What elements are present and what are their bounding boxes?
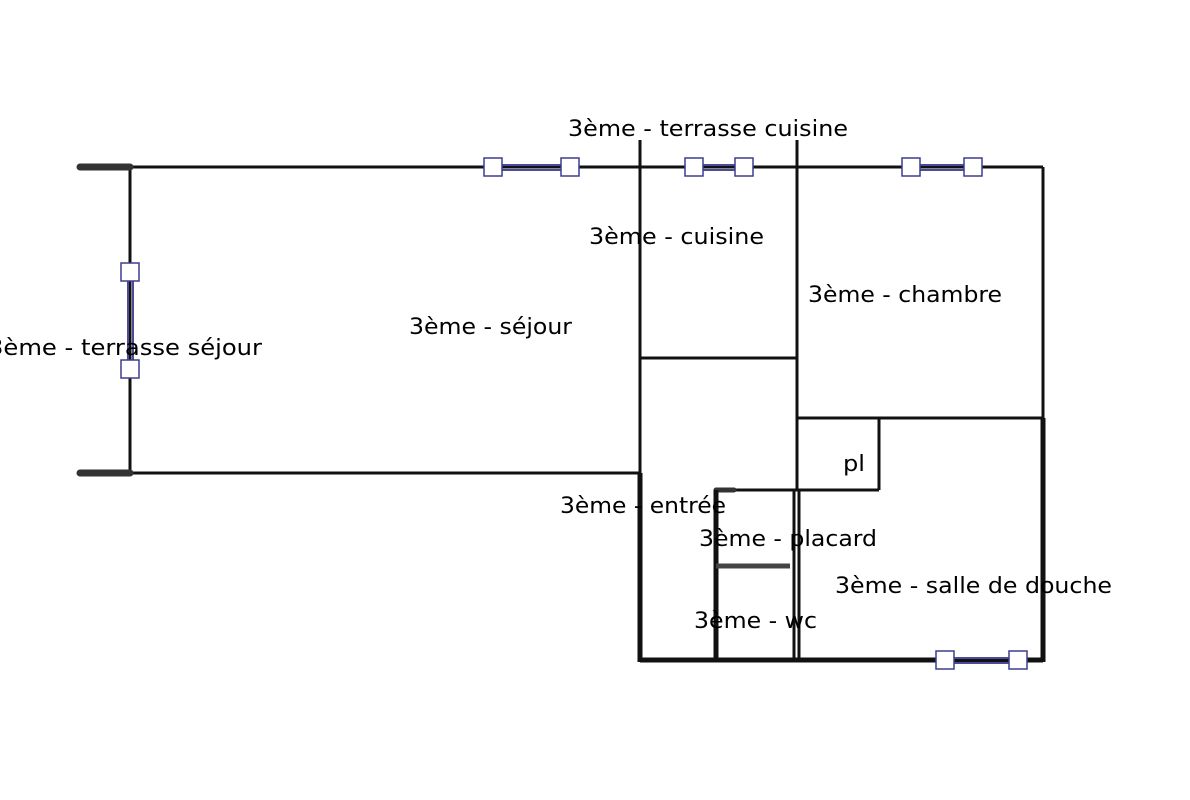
- label-entree[interactable]: 3ème - entrée: [560, 494, 726, 519]
- room-labels: 3ème - terrasse cuisine 3ème - cuisine 3…: [0, 117, 1112, 634]
- window-handle[interactable]: [1008, 650, 1028, 670]
- label-salle-de-douche[interactable]: 3ème - salle de douche: [835, 574, 1112, 599]
- label-pl[interactable]: pl: [843, 452, 865, 477]
- walls: [128, 140, 1046, 663]
- windows: [120, 157, 1028, 670]
- window-handle[interactable]: [120, 262, 140, 282]
- terrace-stubs: [76, 163, 134, 477]
- label-cuisine[interactable]: 3ème - cuisine: [589, 225, 764, 250]
- label-terrasse-sejour[interactable]: 3ème - terrasse séjour: [0, 336, 263, 361]
- label-chambre[interactable]: 3ème - chambre: [808, 283, 1002, 308]
- window-handle[interactable]: [560, 157, 580, 177]
- window-sejour-left[interactable]: [120, 262, 140, 379]
- window-handle[interactable]: [963, 157, 983, 177]
- label-placard[interactable]: 3ème - placard: [699, 527, 877, 552]
- window-cuisine-top[interactable]: [684, 157, 754, 177]
- window-handle[interactable]: [120, 359, 140, 379]
- window-handle[interactable]: [483, 157, 503, 177]
- window-handle[interactable]: [734, 157, 754, 177]
- label-wc[interactable]: 3ème - wc: [694, 609, 817, 634]
- window-chambre-top[interactable]: [901, 157, 983, 177]
- label-sejour[interactable]: 3ème - séjour: [409, 315, 573, 340]
- window-sejour-top[interactable]: [483, 157, 580, 177]
- window-handle[interactable]: [684, 157, 704, 177]
- window-handle[interactable]: [901, 157, 921, 177]
- label-terrasse-cuisine[interactable]: 3ème - terrasse cuisine: [568, 117, 848, 142]
- window-douche-bottom[interactable]: [935, 650, 1028, 670]
- window-handle[interactable]: [935, 650, 955, 670]
